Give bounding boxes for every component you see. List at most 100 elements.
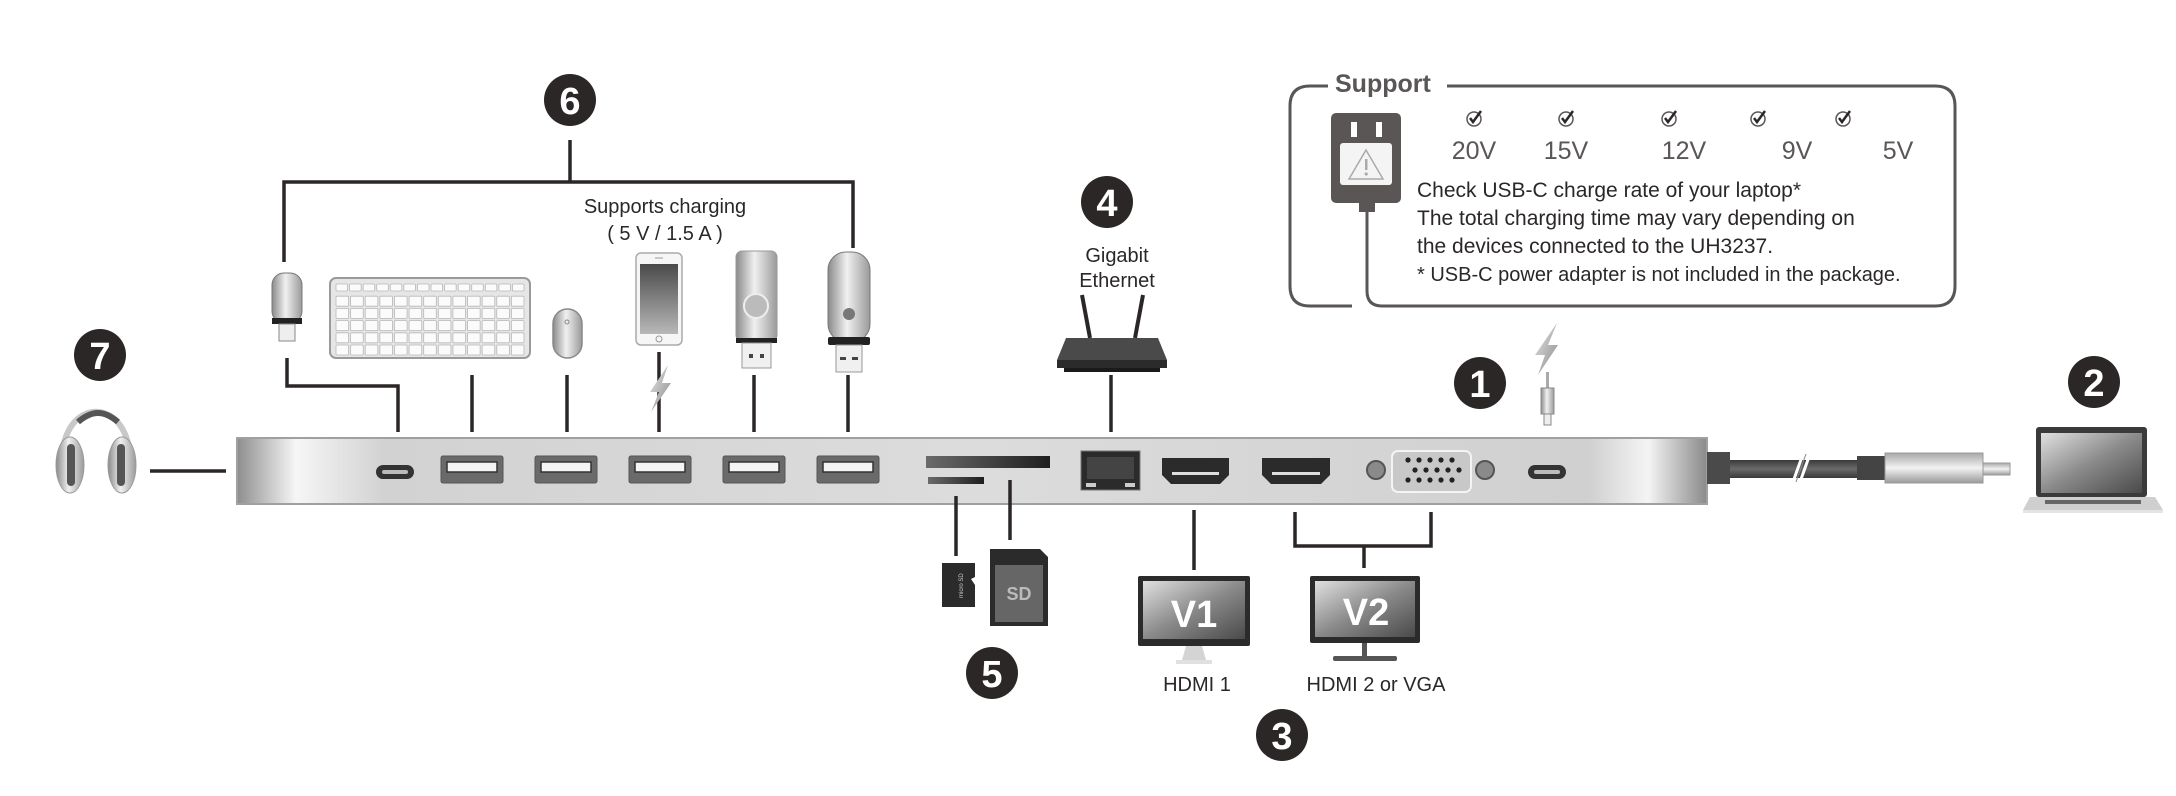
vga-pin <box>1405 477 1411 483</box>
keyboard-key <box>408 332 423 344</box>
svg-text:1: 1 <box>1469 364 1490 406</box>
keyboard-key <box>379 320 393 332</box>
hdmi-port-2[interactable] <box>1262 458 1330 484</box>
hdmi2-vga-label: HDMI 2 or VGA <box>1307 674 1447 696</box>
hdmi-port-1[interactable] <box>1162 458 1229 484</box>
usb-c-power-plug-icon <box>1540 372 1555 426</box>
usb-c-drive-cable <box>285 358 400 432</box>
svg-text:V2: V2 <box>1343 592 1389 634</box>
sd-card-icon: SD <box>990 549 1048 626</box>
keyboard-key <box>408 320 423 332</box>
callout-1: 1 <box>1454 357 1506 409</box>
keyboard-key <box>379 332 393 344</box>
usb-a-port-1[interactable] <box>440 455 504 484</box>
keyboard-key <box>379 307 393 319</box>
headphones-icon <box>55 408 137 494</box>
ethernet-port[interactable] <box>1080 450 1141 491</box>
svg-text:micro SD: micro SD <box>959 573 965 598</box>
keyboard-key <box>349 283 362 292</box>
keyboard-key <box>389 283 403 292</box>
keyboard-icon <box>329 277 531 359</box>
keyboard-key <box>457 283 471 292</box>
usb-a-port-2[interactable] <box>534 455 598 484</box>
voltage-9V: 9V <box>1750 110 1813 165</box>
keyboard-key <box>394 295 408 307</box>
keyboard-key <box>481 332 496 344</box>
hdmi1-label: HDMI 1 <box>1163 674 1231 696</box>
keyboard-key <box>510 344 525 356</box>
microsd-card-icon: micro SD <box>942 563 975 607</box>
keyboard-key <box>481 295 496 307</box>
keyboard-key <box>467 332 481 344</box>
keyboard-key <box>335 295 350 307</box>
keyboard-key <box>437 307 452 319</box>
keyboard-key <box>452 320 466 332</box>
keyboard-key <box>437 332 452 344</box>
vga-pin <box>1438 457 1444 463</box>
keyboard-key <box>408 344 423 356</box>
keyboard-key <box>481 344 496 356</box>
keyboard-key <box>496 344 510 356</box>
keyboard-key <box>423 332 437 344</box>
keyboard-key <box>467 320 481 332</box>
check-icon <box>1558 110 1575 127</box>
voltage-5V: 5V <box>1835 110 1914 165</box>
keyboard-key <box>452 295 466 307</box>
router-icon <box>1057 294 1167 372</box>
vga-port[interactable] <box>1391 450 1472 493</box>
keyboard-key <box>364 320 379 332</box>
vga-pin <box>1449 477 1455 483</box>
keyboard-key <box>496 320 510 332</box>
vga-pin <box>1438 477 1444 483</box>
vga-screw-left <box>1366 460 1386 480</box>
keyboard-key <box>437 320 452 332</box>
support-box: Support <box>1288 70 1957 308</box>
keyboard-key <box>510 332 525 344</box>
sd-card-slot[interactable] <box>926 456 1050 468</box>
keyboard-key <box>350 307 364 319</box>
keyboard-key <box>444 283 457 292</box>
usb-a-port-4[interactable] <box>722 455 786 484</box>
power-bolt-icon <box>1535 323 1558 375</box>
keyboard-key <box>362 283 376 292</box>
usb-c-port-data[interactable] <box>376 465 414 479</box>
support-note-line2: The total charging time may vary dependi… <box>1417 207 1855 230</box>
keyboard-key <box>452 344 466 356</box>
callout-3: 3 <box>1256 709 1308 761</box>
vga-pin <box>1405 457 1411 463</box>
svg-text:2: 2 <box>2083 363 2104 405</box>
keyboard-key <box>394 320 408 332</box>
support-note-line4: * USB-C power adapter is not included in… <box>1417 264 1901 286</box>
keyboard-key <box>335 283 348 292</box>
keyboard-key <box>430 283 443 292</box>
keyboard-key <box>423 307 437 319</box>
usb-flash-drive-icon <box>735 250 778 369</box>
microsd-card-slot[interactable] <box>928 477 984 484</box>
keyboard-key <box>452 332 466 344</box>
keyboard-key <box>467 307 481 319</box>
keyboard-key <box>379 295 393 307</box>
voltage-label: 20V <box>1452 137 1497 165</box>
voltage-label: 5V <box>1883 137 1914 165</box>
vga-screw-right <box>1475 460 1495 480</box>
keyboard-key <box>512 283 525 292</box>
keyboard-key <box>335 344 350 356</box>
voltage-20V: 20V <box>1452 110 1497 165</box>
support-note-line3: the devices connected to the UH3237. <box>1417 235 1773 258</box>
keyboard-key <box>394 307 408 319</box>
usb-c-power-port[interactable] <box>1528 465 1566 479</box>
keyboard-key <box>467 295 481 307</box>
support-note-line1: Check USB-C charge rate of your laptop* <box>1417 179 1801 202</box>
callout-6: 6 <box>544 74 596 126</box>
keyboard-key <box>437 344 452 356</box>
usb-dongle-icon <box>827 251 871 373</box>
usb-a-port-5[interactable] <box>816 455 880 484</box>
voltage-label: 9V <box>1782 137 1813 165</box>
keyboard-key <box>510 320 525 332</box>
keyboard-key <box>364 295 379 307</box>
svg-text:5: 5 <box>981 654 1002 696</box>
usb-a-port-3[interactable] <box>628 455 692 484</box>
usb-group-bracket <box>282 140 855 262</box>
power-adapter-icon <box>1331 113 1401 212</box>
